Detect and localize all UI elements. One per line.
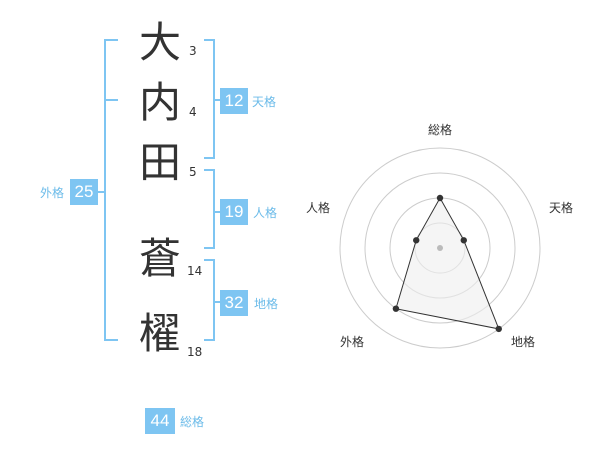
name-char-4: 蒼 — [138, 234, 181, 283]
gaikaku-label: 外格 — [40, 186, 65, 200]
radar-point — [436, 194, 444, 202]
radar-points — [392, 194, 502, 333]
radar-label-jinkaku: 人格 — [306, 201, 331, 215]
stroke-count-3: 5 — [189, 165, 197, 179]
radar-center-dot — [437, 245, 443, 251]
tenkaku-value: 12 — [220, 88, 248, 114]
radar-label-gaikaku: 外格 — [340, 335, 365, 349]
chikaku-bracket — [204, 259, 215, 341]
radar-shape — [395, 196, 500, 330]
chikaku-value: 32 — [220, 290, 248, 316]
name-char-2: 内 — [138, 78, 181, 127]
name-char-3: 田 — [138, 138, 181, 187]
name-char-1: 大 — [138, 18, 181, 67]
radar-label-chikaku: 地格 — [511, 335, 536, 349]
jinkaku-bracket — [204, 169, 215, 249]
stroke-count-1: 3 — [189, 44, 197, 58]
gaikaku-value: 25 — [70, 179, 98, 205]
stroke-count-5: 18 — [187, 345, 203, 359]
radar-label-soukaku: 総格 — [428, 123, 453, 137]
radar-label-tenkaku: 天格 — [549, 201, 574, 215]
soukaku-value: 44 — [145, 408, 175, 434]
stroke-count-4: 14 — [187, 264, 203, 278]
radar-point — [460, 237, 467, 244]
soukaku-label: 総格 — [180, 415, 205, 429]
radar-point — [495, 325, 502, 333]
radar-point — [392, 305, 400, 312]
jinkaku-value: 19 — [220, 199, 248, 225]
radar-ring — [364, 172, 516, 324]
gaikaku-bracket — [104, 39, 118, 341]
jinkaku-label: 人格 — [253, 206, 278, 220]
radar-point — [413, 237, 420, 244]
stroke-count-2: 4 — [189, 105, 197, 119]
radar-ring — [339, 147, 541, 349]
chikaku-label: 地格 — [254, 297, 279, 311]
tenkaku-label: 天格 — [252, 95, 277, 109]
name-char-5: 櫂 — [138, 309, 181, 358]
